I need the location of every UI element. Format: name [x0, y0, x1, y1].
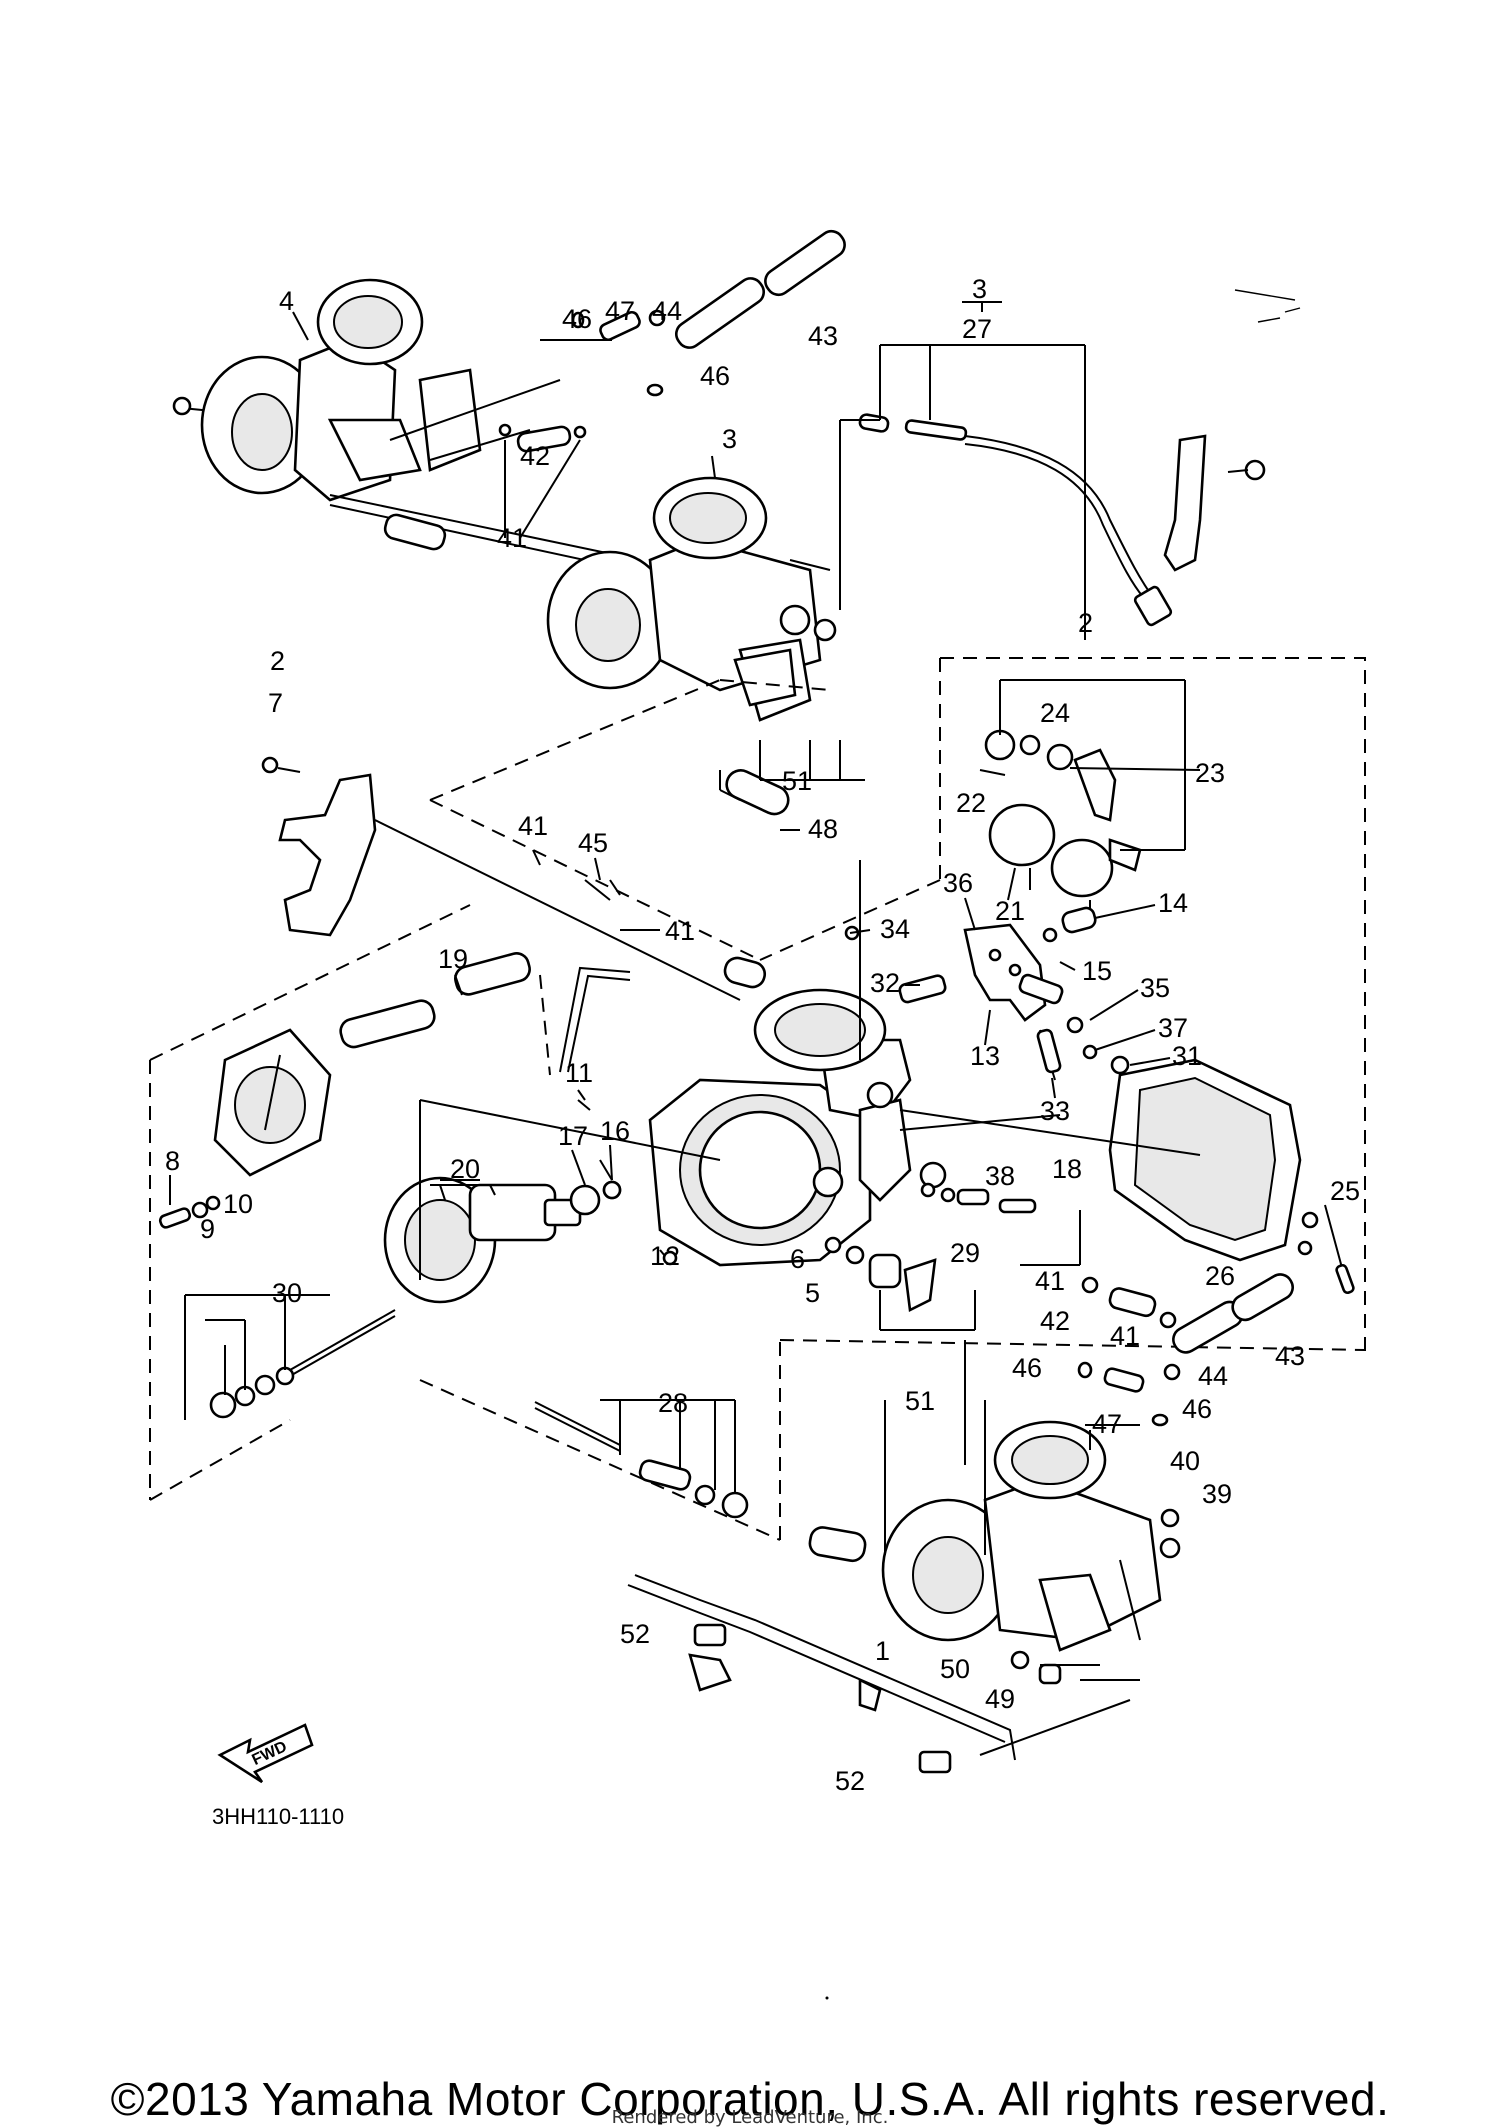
- callout-50: 50: [940, 1654, 970, 1684]
- callout-25: 25: [1330, 1176, 1360, 1206]
- callout-labels: 4 46 47 44 46 43 3 27 42 41 3 2 7 2 24 2…: [165, 274, 1360, 1796]
- carburetor-assembly-upper-middle: [546, 476, 837, 722]
- callout-46: 46: [1012, 1353, 1042, 1383]
- callout-23: 23: [1195, 758, 1225, 788]
- callout-27: 27: [962, 314, 992, 344]
- dashed-kit-outline-left: [149, 904, 1366, 1541]
- callout-46: 46: [562, 304, 592, 334]
- callout-42: 42: [520, 441, 550, 471]
- callout-10: 10: [223, 1189, 253, 1219]
- leader-lines: [419, 339, 1201, 1756]
- callout-6: 6: [790, 1244, 805, 1274]
- callout-7: 7: [268, 688, 283, 718]
- callout-39: 39: [1202, 1479, 1232, 1509]
- fittings-upper: [498, 309, 666, 453]
- callout-43: 43: [808, 321, 838, 351]
- callout-9: 9: [200, 1214, 215, 1244]
- callout-15: 15: [1082, 956, 1112, 986]
- callout-49: 49: [985, 1684, 1015, 1714]
- callout-2: 2: [270, 646, 285, 676]
- callout-47: 47: [605, 296, 635, 326]
- callout-36: 36: [943, 868, 973, 898]
- callout-45: 45: [578, 828, 608, 858]
- callout-41: 41: [665, 916, 695, 946]
- callout-3: 3: [722, 424, 737, 454]
- callout-24: 24: [1040, 698, 1070, 728]
- carburetor-assembly-upper-left: [172, 278, 641, 573]
- callout-21: 21: [995, 896, 1025, 926]
- callout-18: 18: [1052, 1154, 1082, 1184]
- callout-20: 20: [450, 1154, 480, 1184]
- callout-3: 3: [972, 274, 987, 304]
- rendered-by-credit: Rendered by LeadVenture, Inc.: [611, 2107, 889, 2128]
- callout-48: 48: [808, 814, 838, 844]
- callout-30: 30: [272, 1278, 302, 1308]
- carburetor-assembly-lower-right: [808, 1420, 1181, 1685]
- callout-22: 22: [956, 788, 986, 818]
- diagram-reference-code: 3HH110-1110: [212, 1804, 345, 1829]
- callout-51: 51: [905, 1386, 935, 1416]
- callout-46: 46: [700, 361, 730, 391]
- callout-13: 13: [970, 1041, 1000, 1071]
- diaphragm-piston: [213, 952, 622, 1304]
- float-chamber-cover: [1108, 1058, 1355, 1295]
- forward-arrow-icon: FWD: [217, 1723, 314, 1784]
- callout-bracket-3-27: [839, 301, 1086, 640]
- callout-44: 44: [652, 296, 682, 326]
- throttle-cable: [858, 289, 1296, 627]
- jet-needle-30: [184, 1294, 396, 1420]
- copyright-notice: ©2013 Yamaha Motor Corporation, U.S.A. A…: [110, 2073, 1390, 2125]
- callout-40: 40: [1170, 1446, 1200, 1476]
- lever-group-23: [979, 679, 1201, 915]
- callout-41: 41: [1110, 1321, 1140, 1351]
- callout-44: 44: [1198, 1361, 1228, 1391]
- callout-34: 34: [880, 914, 910, 944]
- screws-8-9-10: [158, 1159, 678, 1266]
- callout-52: 52: [835, 1766, 865, 1796]
- callout-28: 28: [658, 1388, 688, 1418]
- pipe-43-upper: [674, 229, 846, 349]
- callout-29: 29: [950, 1238, 980, 1268]
- callout-19: 19: [438, 944, 468, 974]
- callout-17: 17: [558, 1121, 588, 1151]
- callout-41: 41: [518, 811, 548, 841]
- carburetor-body-center: [559, 956, 912, 1267]
- throttle-linkage-52: [627, 1574, 1016, 1774]
- callout-41: 41: [1035, 1266, 1065, 1296]
- callout-33: 33: [1040, 1096, 1070, 1126]
- callout-42: 42: [1040, 1306, 1070, 1336]
- callout-leaders: [169, 311, 1171, 1205]
- callout-14: 14: [1158, 888, 1188, 918]
- choke-bracket-13: [963, 923, 1064, 1081]
- callout-8: 8: [165, 1146, 180, 1176]
- pilot-screw-set-28: [534, 1399, 749, 1519]
- callout-35: 35: [1140, 973, 1170, 1003]
- callout-43: 43: [1275, 1341, 1305, 1371]
- pipes-lower-right: [1077, 1273, 1294, 1427]
- stray-marks: [825, 307, 1301, 2000]
- callout-32: 32: [870, 968, 900, 998]
- callout-31: 31: [1172, 1041, 1202, 1071]
- callout-2: 2: [1078, 608, 1093, 638]
- callout-52: 52: [620, 1619, 650, 1649]
- callout-1: 1: [875, 1636, 890, 1666]
- dashed-kit-outline-right: [429, 657, 1366, 1355]
- callout-5: 5: [805, 1278, 820, 1308]
- springs-center: [824, 1161, 1037, 1312]
- callout-11: 11: [565, 1058, 593, 1088]
- callout-46: 46: [1182, 1394, 1212, 1424]
- callout-41: 41: [497, 523, 527, 553]
- callout-38: 38: [985, 1161, 1015, 1191]
- callout-47: 47: [1092, 1409, 1122, 1439]
- callout-16: 16: [600, 1116, 630, 1146]
- callout-37: 37: [1158, 1013, 1188, 1043]
- callout-26: 26: [1205, 1261, 1235, 1291]
- mounting-bracket-left: [261, 756, 741, 1001]
- small-parts-right: [844, 906, 1130, 1075]
- callout-4: 4: [279, 286, 294, 316]
